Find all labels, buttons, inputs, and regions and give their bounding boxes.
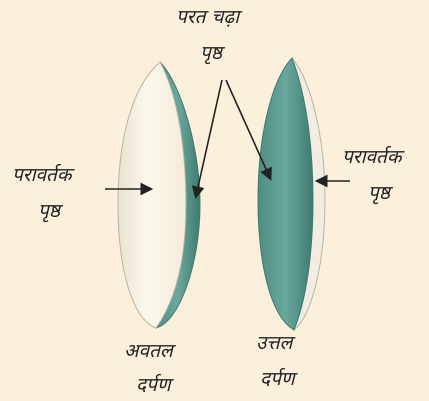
concave-mirror-label-line2: दर्पण — [136, 374, 171, 396]
concave-mirror — [117, 61, 201, 329]
concave-mirror-label-line1: अवतल — [124, 340, 173, 362]
convex-mirror-label-line1: उत्तल — [256, 332, 293, 354]
convex-mirror-coating — [257, 57, 314, 331]
reflecting-surface-right-label-line2: पृष्ठ — [368, 182, 390, 204]
coated-surface-label-line1: परत चढ़ा — [176, 6, 240, 28]
reflecting-surface-right-label-line1: परावर्तक — [342, 146, 402, 168]
reflecting-surface-left-label-line2: पृष्ठ — [38, 200, 60, 222]
coated-surface-arrow-right — [225, 79, 272, 181]
coated-surface-label-line2: पृष्ठ — [200, 42, 222, 64]
reflecting-surface-left-label-line1: परावर्तक — [12, 164, 72, 186]
convex-mirror — [257, 57, 326, 332]
convex-mirror-label-line2: दर्पण — [260, 368, 295, 390]
coated-surface-arrow-left — [191, 79, 223, 200]
